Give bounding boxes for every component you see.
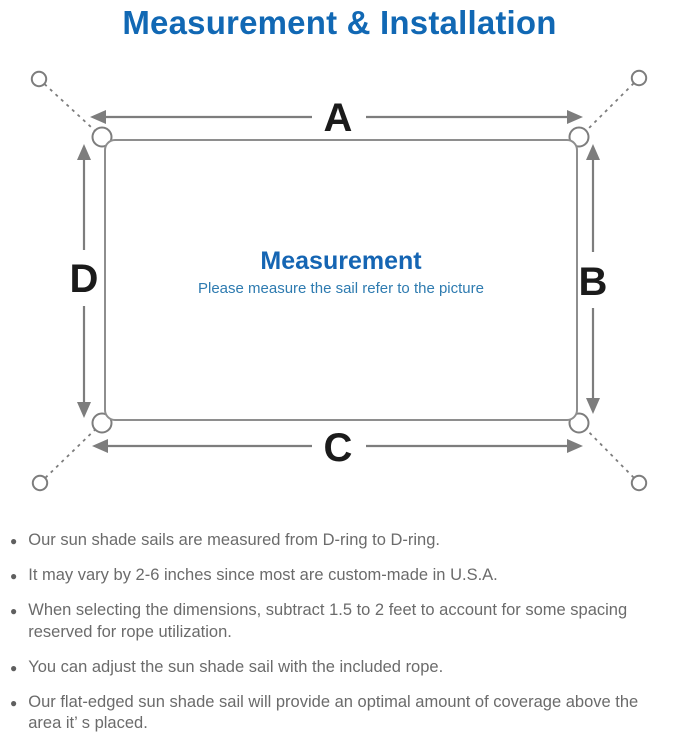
dimension-label-c: C bbox=[324, 426, 353, 470]
anchor-point-icon bbox=[630, 69, 648, 87]
bullet-icon: ● bbox=[10, 695, 18, 710]
note-text: Our sun shade sails are measured from D-… bbox=[28, 531, 440, 549]
note-text: Our flat-edged sun shade sail will provi… bbox=[28, 692, 639, 733]
diagram-center-subtitle: Please measure the sail refer to the pic… bbox=[198, 280, 484, 297]
sail-outline bbox=[104, 139, 578, 421]
measurement-diagram: A B C D Measurement Please measure the s… bbox=[0, 60, 679, 520]
dimension-arrow-b bbox=[586, 144, 600, 414]
anchor-point-icon bbox=[31, 474, 49, 492]
list-item: ● When selecting the dimensions, subtrac… bbox=[10, 600, 673, 644]
dimension-arrow-d bbox=[77, 144, 91, 418]
dimension-arrow-a bbox=[90, 110, 583, 124]
corner-d-rings bbox=[91, 126, 590, 434]
rope-bottom-right bbox=[577, 420, 640, 484]
notes-list: ● Our sun shade sails are measured from … bbox=[10, 530, 673, 735]
note-text: When selecting the dimensions, subtract … bbox=[28, 601, 628, 641]
bullet-icon: ● bbox=[10, 604, 18, 618]
dimension-label-a: A bbox=[324, 96, 353, 140]
page-title: Measurement & Installation bbox=[122, 4, 557, 41]
d-ring-icon bbox=[91, 412, 113, 434]
rope-bottom-left bbox=[39, 420, 105, 484]
note-text: You can adjust the sun shade sail with t… bbox=[28, 657, 444, 676]
bullet-icon: ● bbox=[10, 569, 18, 583]
anchor-point-icon bbox=[30, 70, 48, 88]
list-item: ● Our sun shade sails are measured from … bbox=[10, 530, 673, 552]
anchor-points bbox=[30, 69, 648, 492]
list-item: ● Our flat-edged sun shade sail will pro… bbox=[10, 692, 673, 736]
d-ring-icon bbox=[91, 126, 113, 148]
diagram-center-title: Measurement bbox=[260, 247, 422, 275]
bullet-icon: ● bbox=[10, 534, 18, 548]
note-text: It may vary by 2-6 inches since most are… bbox=[28, 566, 498, 584]
measurement-diagram-svg: A B C D Measurement Please measure the s… bbox=[30, 69, 648, 492]
list-item: ● You can adjust the sun shade sail with… bbox=[10, 657, 673, 679]
dimension-label-b: B bbox=[579, 260, 608, 304]
bullet-icon: ● bbox=[10, 660, 18, 675]
dimension-arrow-c bbox=[92, 439, 583, 453]
anchor-point-icon bbox=[630, 474, 648, 492]
rope-top-right bbox=[577, 77, 640, 140]
list-item: ● It may vary by 2-6 inches since most a… bbox=[10, 565, 673, 587]
dimension-label-d: D bbox=[70, 257, 99, 301]
